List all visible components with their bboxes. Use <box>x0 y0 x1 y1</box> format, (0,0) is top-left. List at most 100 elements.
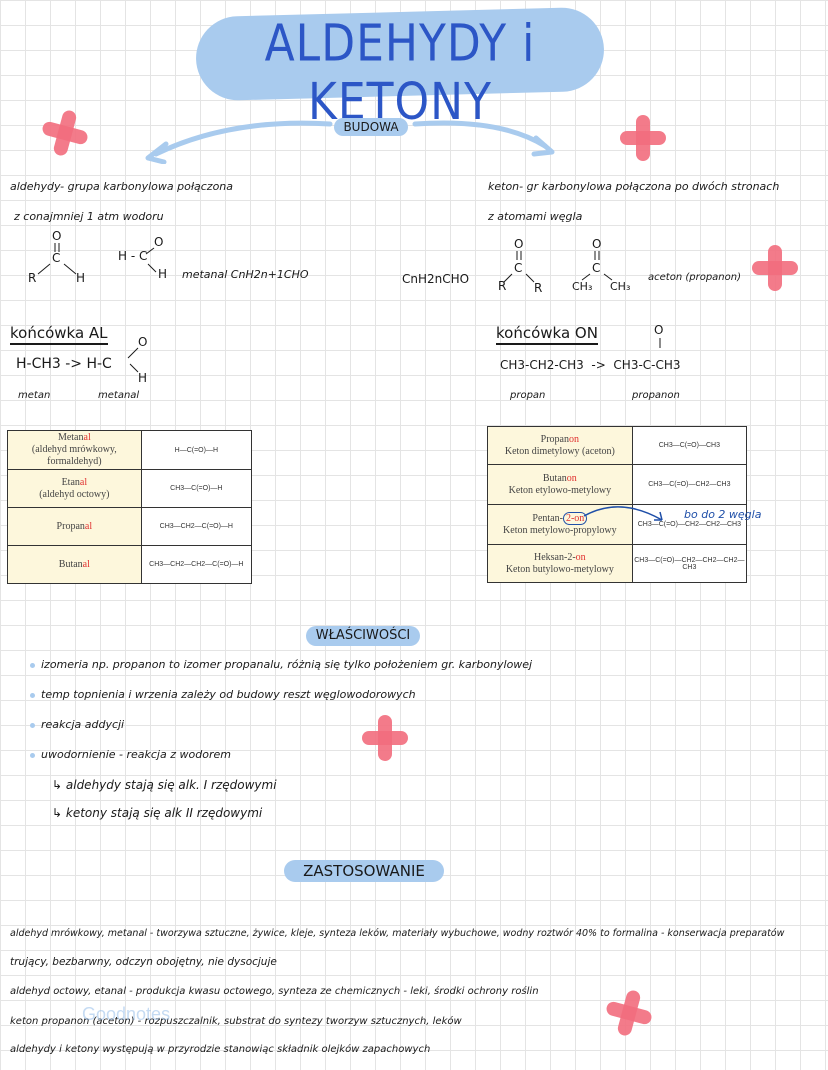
aldehyde-name-suffix: al <box>84 520 93 532</box>
aldehyde-reaction-carbonyl: O H <box>127 335 147 384</box>
bullet-icon <box>30 692 35 698</box>
ketone-name-base: Heksan-2- <box>534 551 576 563</box>
ketone-ending: końcówka ON <box>496 324 598 345</box>
aldehyde-definition-line2: z conajmniej 1 atm wodoru <box>14 210 164 223</box>
ketone-name-suffix: on <box>569 433 579 445</box>
svg-text:C: C <box>592 261 600 275</box>
ketone-name-extra: Keton etylowo-metylowy <box>508 484 612 496</box>
ketone-name-extra: Keton butylowo-metylowy <box>505 563 614 575</box>
usage-item: keton propanon (aceton) - rozpuszczalnik… <box>10 1016 462 1027</box>
aldehyde-definition-line1: aldehydy- grupa karbonylowa połączona <box>10 180 234 193</box>
property-item: izomeria np. propanon to izomer propanal… <box>30 658 532 671</box>
property-item: uwodornienie - reakcja z wodorem <box>30 748 231 761</box>
ketone-structure: CH3—C(=O)—CH2—CH3 <box>631 464 748 505</box>
ketone-annotation: bo do 2 węgla <box>684 508 762 521</box>
cross-decoration-5 <box>601 985 657 1041</box>
aldehyde-ending: końcówka AL <box>10 324 108 345</box>
section-budowa: BUDOWA <box>334 118 408 136</box>
arrows-decoration <box>145 120 555 164</box>
aldehyde-reaction-to: metanal <box>98 390 140 401</box>
property-item: reakcja addycji <box>30 718 124 731</box>
svg-text:CH₃: CH₃ <box>572 280 592 293</box>
ketone-definition-line2: z atomami węgla <box>488 210 583 223</box>
table-row: Propanal CH3—CH2—C(=O)—H <box>7 507 253 546</box>
cross-decoration-1 <box>37 105 93 161</box>
aldehyde-structure: H—C(=O)—H <box>140 430 253 470</box>
usage-item: aldehyd octowy, etanal - produkcja kwasu… <box>10 986 539 997</box>
svg-text:O: O <box>654 323 663 337</box>
ketone-formula-general: CnH2nCHO <box>402 272 470 286</box>
aldehyde-reaction: H-CH3 -> H-C <box>16 356 112 372</box>
ketone-formula-label: aceton (propanon) <box>648 272 741 283</box>
section-wlasciwosci: WŁAŚCIWOŚCI <box>306 626 420 646</box>
aldehyde-name-extra: (aldehyd octowy) <box>39 488 110 500</box>
svg-text:H: H <box>138 371 147 384</box>
table-row: Butanal CH3—CH2—CH2—C(=O)—H <box>7 545 253 584</box>
svg-text:H: H <box>76 271 85 285</box>
svg-text:O: O <box>154 235 163 249</box>
aldehyde-name-base: Propan <box>56 520 85 532</box>
ketone-name-extra: Keton metylowo-propylowy <box>503 524 617 536</box>
aldehyde-name-base: Metan <box>57 432 84 443</box>
ketone-structure: CH3—C(=O)—CH3 <box>631 426 748 465</box>
aldehyde-structure: CH3—C(=O)—H <box>140 469 253 508</box>
cross-decoration-4 <box>362 715 408 761</box>
subproperty-item: ↳ aldehydy stają się alk. I rzędowymi <box>52 778 277 792</box>
ketone-name-extra: Keton dimetylowy (aceton) <box>504 445 615 457</box>
aldehyde-formula-label: metanal CnH2n+1CHO <box>182 268 309 281</box>
ketone-name-base: Butan <box>542 472 567 484</box>
table-row: Metanal(aldehyd mrówkowy, formaldehyd) H… <box>7 430 253 470</box>
aldehyde-reaction-from: metan <box>18 390 51 401</box>
ketone-name-suffix: 2-on <box>562 511 588 525</box>
svg-text:R: R <box>28 271 36 285</box>
property-text: reakcja addycji <box>41 718 125 731</box>
page-title: ALDEHYDY i KETONY <box>264 14 536 132</box>
svg-text:O: O <box>592 237 601 251</box>
ketone-reaction-to: propanon <box>632 390 680 401</box>
cross-decoration-3 <box>752 245 798 291</box>
ketone-structure: CH3—C(=O)—CH2—CH2—CH3 <box>631 504 748 545</box>
bullet-icon <box>30 662 35 668</box>
ketone-name-suffix: on <box>575 551 586 563</box>
ketone-reaction-from: propan <box>510 390 546 401</box>
cross-decoration-2 <box>620 115 666 161</box>
ketone-name-base: Propan <box>540 433 569 445</box>
property-text: temp topnienia i wrzenia zależy od budow… <box>41 688 416 701</box>
svg-text:C: C <box>52 251 60 265</box>
ketone-name-suffix: on <box>566 472 577 484</box>
bullet-icon <box>30 722 35 728</box>
subproperty-item: ↳ ketony stają się alk II rzędowymi <box>52 806 262 820</box>
return-arrow-icon: ↳ <box>52 806 66 820</box>
svg-text:R: R <box>534 281 542 295</box>
bullet-icon <box>30 752 35 758</box>
ketone-name-base: Pentan- <box>532 512 563 524</box>
aldehyde-name-suffix: al <box>82 558 90 570</box>
property-text: uwodornienie - reakcja z wodorem <box>41 748 231 761</box>
aldehyde-name-suffix: al <box>83 432 91 443</box>
subproperty-text: ketony stają się alk II rzędowymi <box>65 806 263 820</box>
property-text: izomeria np. propanon to izomer propanal… <box>41 658 533 671</box>
svg-text:O: O <box>514 237 523 251</box>
aldehyde-name-base: Etan <box>61 476 80 488</box>
svg-text:H - C: H - C <box>118 249 147 263</box>
subproperty-text: aldehydy stają się alk. I rzędowymi <box>65 778 277 792</box>
section-zastosowanie: ZASTOSOWANIE <box>284 860 444 882</box>
aldehyde-structure: CH3—CH2—CH2—C(=O)—H <box>140 545 253 584</box>
svg-text:O: O <box>138 335 147 349</box>
aldehyde-name-extra: (aldehyd mrówkowy, formaldehyd) <box>31 444 117 467</box>
svg-text:H: H <box>158 267 167 281</box>
usage-item: trujący, bezbarwny, odczyn obojętny, nie… <box>10 956 277 968</box>
aldehyde-table: Metanal(aldehyd mrówkowy, formaldehyd) H… <box>7 430 253 584</box>
usage-item: aldehyd mrówkowy, metanal - tworzywa szt… <box>10 928 785 939</box>
aldehyde-structure: CH3—CH2—C(=O)—H <box>140 507 253 546</box>
watermark-logo: Goodnotes <box>82 1004 171 1024</box>
usage-item: aldehydy i ketony występują w przyrodzie… <box>10 1044 431 1055</box>
table-row: Etanal(aldehyd octowy) CH3—C(=O)—H <box>7 469 253 508</box>
